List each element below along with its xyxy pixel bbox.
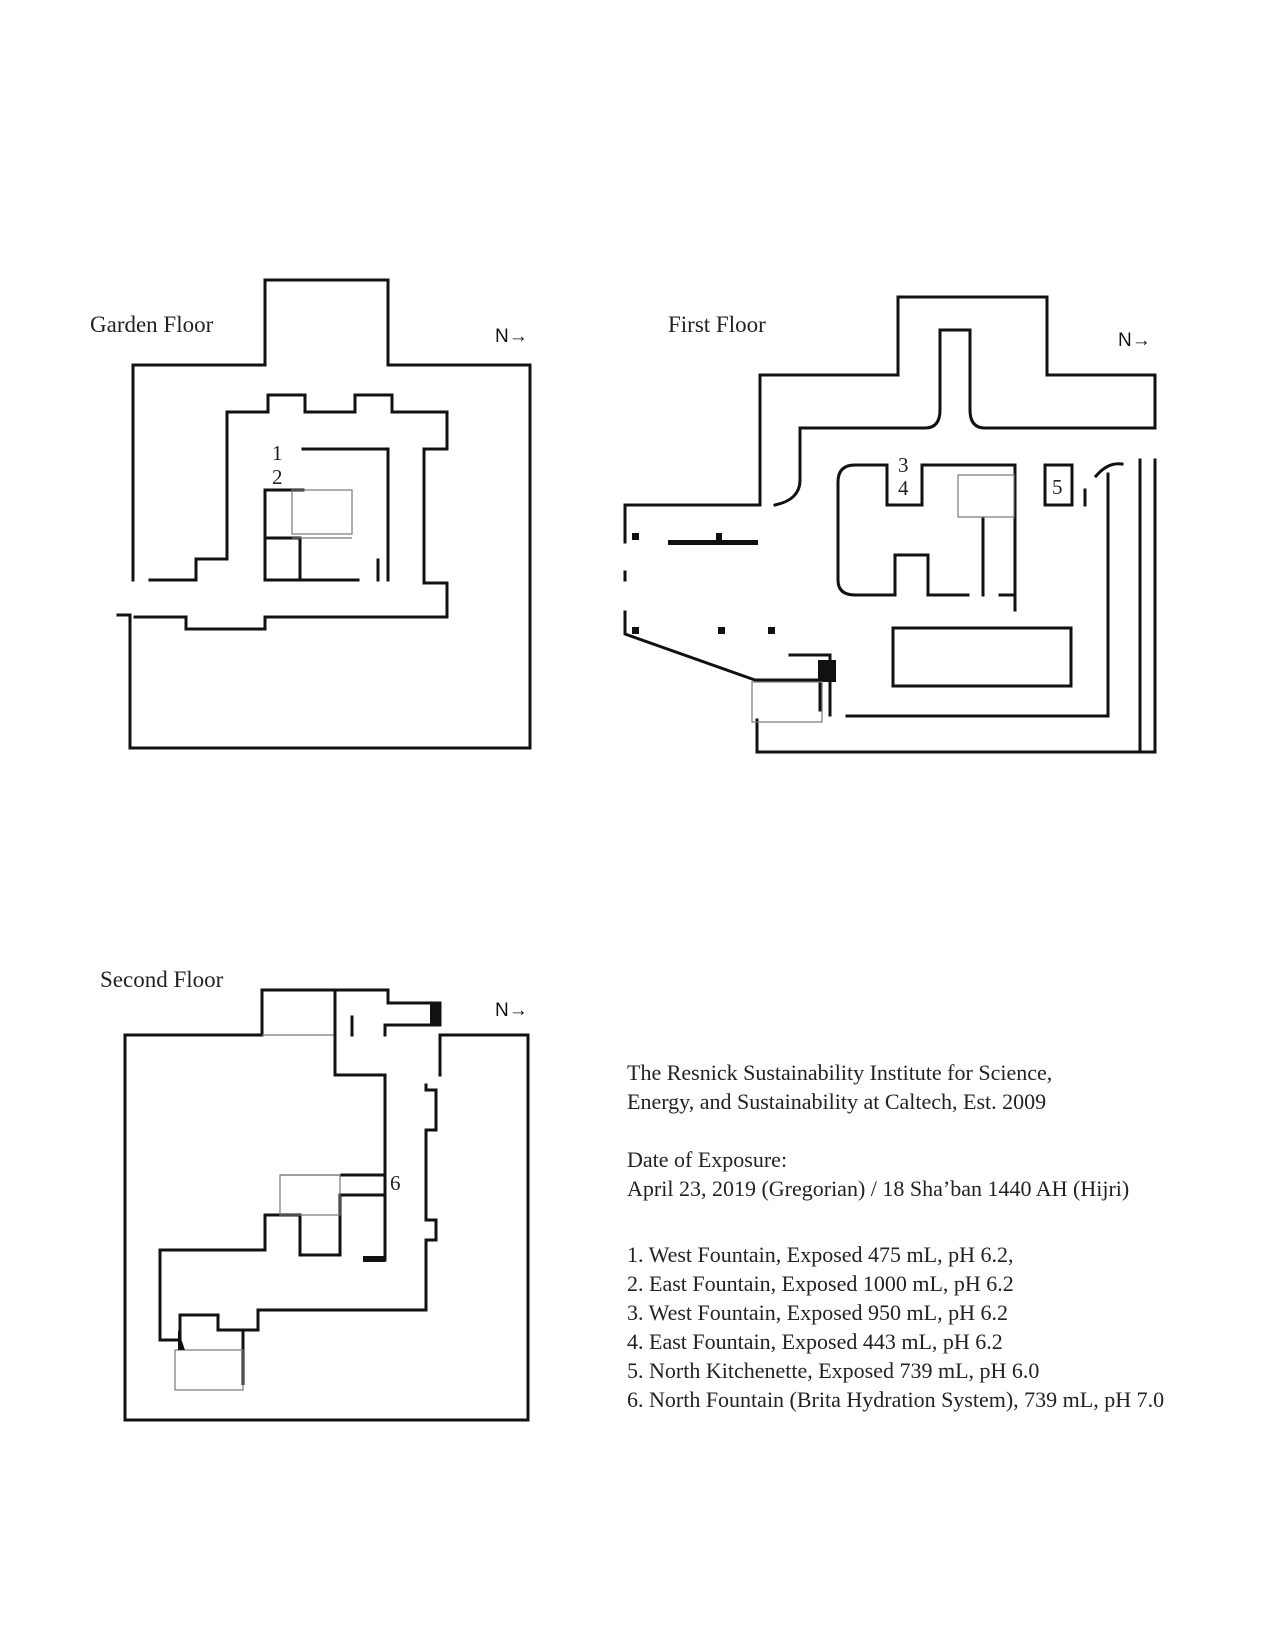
- first-door-swing: [1093, 462, 1124, 479]
- first-floor-label: First Floor: [668, 312, 766, 337]
- first-south-room: [891, 626, 1073, 688]
- garden-floor-label: Garden Floor: [90, 312, 214, 337]
- first-floor-svg: 3 4 5: [623, 295, 1157, 754]
- sample-item-4: 4. East Fountain, Exposed 443 mL, pH 6.2: [627, 1329, 1003, 1354]
- sample-item-1: 1. West Fountain, Exposed 475 mL, pH 6.2…: [627, 1242, 1014, 1267]
- institute-block: The Resnick Sustainability Institute for…: [627, 1058, 1247, 1116]
- sample-item-3: 3. West Fountain, Exposed 950 mL, pH 6.2: [627, 1300, 1008, 1325]
- garden-marker-1: 1: [272, 441, 283, 465]
- samples-list: 1. West Fountain, Exposed 475 mL, pH 6.2…: [627, 1240, 1247, 1414]
- second-mid-stair: [363, 1256, 385, 1262]
- first-marker-4: 4: [898, 476, 909, 500]
- garden-inner-wall: [133, 393, 449, 631]
- first-core-room: [885, 463, 1017, 612]
- institute-line-1: The Resnick Sustainability Institute for…: [627, 1060, 1053, 1085]
- second-north-stair: [430, 1003, 440, 1025]
- first-core-east: [981, 516, 1017, 597]
- second-north-arrow: N→: [495, 1000, 528, 1021]
- garden-center-room-south: [263, 536, 302, 582]
- first-column-1: [632, 533, 639, 540]
- first-stair-block: [818, 660, 836, 682]
- first-stair-outline: [957, 474, 1015, 518]
- second-outer-wall: [123, 1033, 530, 1422]
- second-mid-room: [301, 1193, 387, 1257]
- first-column-4: [768, 627, 775, 634]
- exposure-block: Date of Exposure: April 23, 2019 (Gregor…: [627, 1145, 1247, 1203]
- first-kitchenette-room: [1043, 463, 1074, 507]
- first-west-wall-bottom: [623, 610, 822, 712]
- garden-marker-2: 2: [272, 465, 283, 489]
- second-stair-upper: [279, 1174, 341, 1216]
- garden-center-room-west: [263, 488, 305, 582]
- first-north-arrow: N→: [1118, 330, 1151, 351]
- garden-north-arrow: N→: [495, 326, 528, 347]
- first-marker-5: 5: [1052, 475, 1063, 499]
- second-north-block: [260, 988, 442, 1037]
- garden-stair-outline: [291, 489, 353, 535]
- sample-item-5: 5. North Kitchenette, Exposed 739 mL, pH…: [627, 1358, 1040, 1383]
- first-inner-east: [845, 472, 1110, 718]
- institute-line-2: Energy, and Sustainability at Caltech, E…: [627, 1089, 1047, 1114]
- exposure-date: April 23, 2019 (Gregorian) / 18 Sha’ban …: [627, 1176, 1130, 1201]
- garden-floor-plan: 1 2: [110, 270, 540, 760]
- exposure-heading: Date of Exposure:: [627, 1147, 788, 1172]
- second-floor-plan: 6: [110, 980, 540, 1430]
- first-elevator-outline: [751, 681, 823, 723]
- sample-item-2: 2. East Fountain, Exposed 1000 mL, pH 6.…: [627, 1271, 1014, 1296]
- first-marker-3: 3: [898, 453, 909, 477]
- second-corridor-east-lower: [393, 1083, 438, 1312]
- first-partition: [668, 540, 758, 545]
- second-stair-lower: [174, 1349, 244, 1391]
- first-lower-wall: [788, 653, 832, 717]
- first-core-west: [836, 463, 970, 597]
- second-corridor-west: [333, 1033, 387, 1262]
- first-floor-plan: 3 4 5: [610, 285, 1170, 765]
- sample-item-6: 6. North Fountain (Brita Hydration Syste…: [627, 1387, 1165, 1412]
- garden-outer-wall: [116, 278, 532, 750]
- first-column-2: [632, 627, 639, 634]
- first-column-3: [718, 627, 725, 634]
- first-partition-post: [716, 533, 722, 541]
- second-marker-6: 6: [390, 1171, 401, 1195]
- first-corridor-inner: [773, 328, 1157, 507]
- garden-center-room: [301, 447, 390, 582]
- garden-floor-svg: 1 2: [116, 278, 532, 750]
- second-floor-svg: 6: [123, 988, 530, 1422]
- second-floor-label: Second Floor: [100, 967, 224, 992]
- first-top-outline: [623, 295, 1157, 507]
- first-east-wall: [755, 458, 1157, 754]
- second-lower-stair-wedge: [178, 1330, 185, 1350]
- second-south-wing: [178, 1308, 397, 1385]
